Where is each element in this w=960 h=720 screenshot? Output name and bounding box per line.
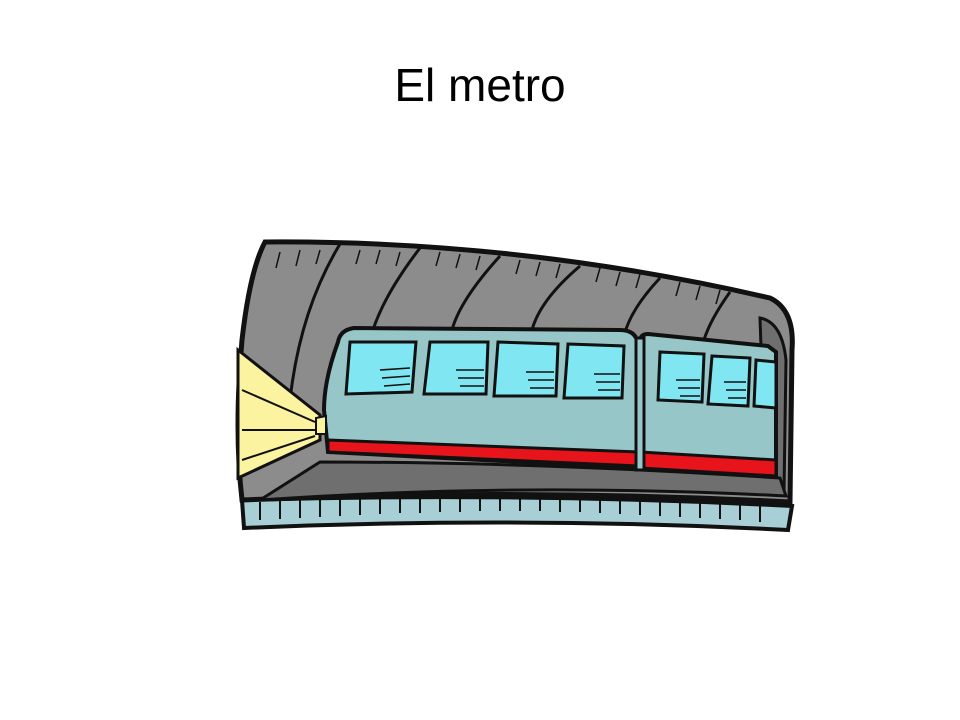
track-bed (259, 460, 789, 502)
slide-title: El metro (394, 59, 566, 111)
headlight-beam (236, 346, 322, 481)
train-windows-rear (656, 350, 778, 410)
headlight (315, 414, 327, 435)
subway-train-illustration (235, 239, 795, 533)
car-coupling (634, 336, 646, 472)
platform-base (239, 495, 795, 533)
platform-ticks (259, 497, 761, 522)
train-windows-front (344, 340, 626, 400)
tunnel-hatching (275, 249, 721, 305)
